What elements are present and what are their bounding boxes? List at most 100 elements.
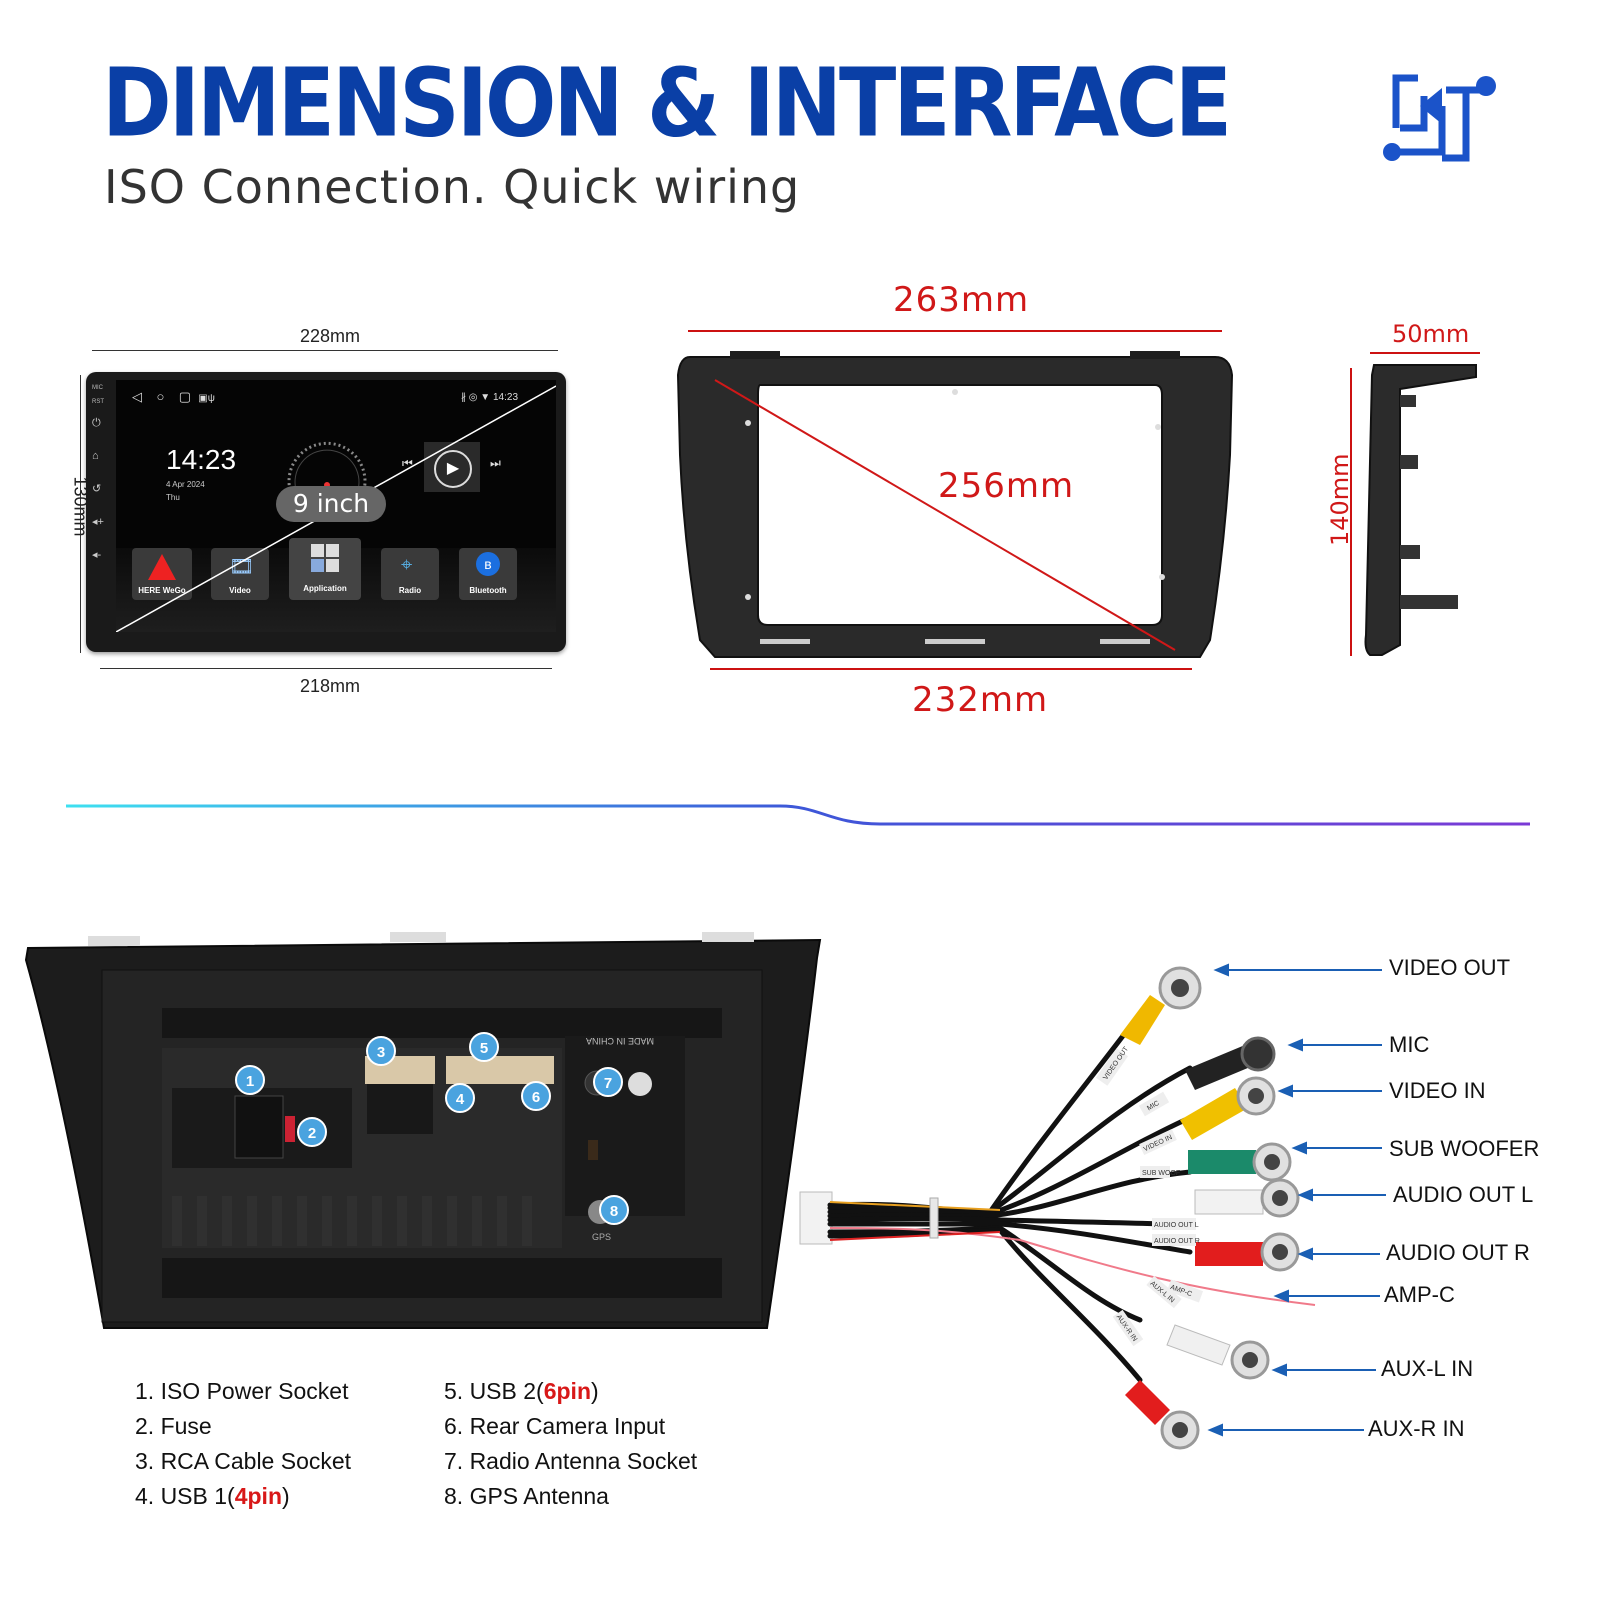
cable-callout-lines (1207, 963, 1386, 1437)
status-time: 14:23 (492, 392, 519, 403)
plug-sub-woofer (1188, 1142, 1292, 1182)
svg-text:6: 6 (532, 1089, 540, 1106)
clock-day: Thu (166, 493, 180, 502)
dimension-width-top: 228mm (300, 326, 361, 346)
side-depth: 50mm (1392, 320, 1470, 348)
play-button[interactable]: ▶ (434, 450, 472, 488)
app-label: HERE WeGo (138, 586, 186, 595)
bluetooth-icon: ʙ (476, 552, 500, 576)
tag-audio-out-l: AUDIO OUT L (1154, 1222, 1199, 1229)
app-bluetooth[interactable]: ʙ Bluetooth (459, 548, 517, 600)
port-marker-4: 4 (445, 1083, 475, 1113)
port-marker-7: 7 (593, 1067, 623, 1097)
port-marker-1: 1 (235, 1065, 265, 1095)
frame-diagonal: 256mm (938, 466, 1075, 506)
head-unit-screen: ◁ ○ ▢ ▣ψ ∦ ◎ ▼ 14:23 14:23 4 Apr 2024 Th… (116, 380, 556, 632)
side-dim-line-left (1350, 368, 1352, 656)
frame-outline (676, 351, 1234, 658)
nav-recent-icon[interactable]: ▢ (178, 389, 192, 404)
plug-mic (1185, 1036, 1276, 1090)
rca-cable-harness: VIDEO OUT MIC VIDEO IN SUB WOOF AUDIO OU… (799, 966, 1316, 1450)
location-icon: ◎ (468, 392, 478, 403)
plug-audio-out-l (1194, 1178, 1300, 1218)
legend-left-column: 1. ISO Power Socket 2. Fuse 3. RCA Cable… (135, 1374, 351, 1514)
label-video-out: VIDEO OUT (1389, 955, 1511, 980)
legend-right-column: 5. USB 2(6pin) 6. Rear Camera Input 7. R… (444, 1374, 697, 1514)
home-icon[interactable]: ⌂ (92, 450, 99, 462)
label-aux-r-in: AUX-R IN (1368, 1416, 1465, 1441)
page-title: DIMENSION & INTERFACE (102, 48, 1232, 158)
nav-bar-icons: ◁ ○ ▢ ▣ψ (132, 389, 215, 405)
screen-size-badge: 9 inch (276, 486, 386, 522)
frame-width-bottom: 232mm (912, 680, 1049, 720)
port-marker-3: 3 (366, 1036, 396, 1066)
volume-down-icon[interactable]: ◂- (92, 549, 102, 561)
app-label: Bluetooth (469, 586, 507, 595)
video-icon: 🎞 (229, 556, 255, 578)
label-video-in: VIDEO IN (1389, 1078, 1486, 1103)
svg-text:1: 1 (246, 1073, 254, 1090)
usb-icon: ▣ψ (198, 393, 215, 404)
app-label: Radio (398, 586, 422, 595)
dimension-width-bottom: 218mm (300, 676, 361, 696)
port-marker-5: 5 (469, 1032, 499, 1062)
legend-item: 7. Radio Antenna Socket (444, 1448, 698, 1474)
app-radio[interactable]: ⌖ Radio (381, 548, 439, 600)
svg-text:3: 3 (377, 1044, 385, 1061)
app-here-wego[interactable]: HERE WeGo (132, 548, 192, 600)
legend-item: 2. Fuse (135, 1413, 212, 1439)
port-marker-6: 6 (521, 1081, 551, 1111)
legend-item: 1. ISO Power Socket (135, 1378, 349, 1404)
nav-back-icon[interactable]: ◁ (132, 389, 142, 404)
back-icon[interactable]: ↺ (92, 483, 102, 495)
port-marker-8: 8 (599, 1195, 629, 1225)
svg-text:4: 4 (456, 1091, 465, 1108)
legend-item: 6. Rear Camera Input (444, 1413, 666, 1439)
legend-item: 4. USB 1(4pin) (135, 1483, 290, 1509)
svg-text:7: 7 (604, 1075, 612, 1092)
nav-home-icon[interactable]: ○ (156, 389, 165, 404)
page-subtitle: ISO Connection. Quick wiring (104, 160, 801, 214)
clock-date: 4 Apr 2024 (166, 480, 205, 489)
next-track-icon[interactable]: ⏭ (490, 456, 501, 470)
plug-audio-out-r (1195, 1232, 1300, 1272)
status-icons: ∦ ◎ ▼ 14:23 (461, 392, 518, 403)
svg-text:2: 2 (308, 1125, 316, 1142)
label-mic: MIC (1389, 1032, 1430, 1057)
section-divider (66, 804, 1530, 826)
frame-width-top: 263mm (893, 280, 1030, 320)
dimension-line-bottom (100, 668, 552, 669)
app-label: Application (303, 584, 347, 593)
svg-text:5: 5 (480, 1040, 488, 1057)
side-profile-outline (1364, 364, 1477, 656)
mic-label: MIC (92, 385, 103, 391)
here-wego-icon (148, 554, 176, 580)
side-dim-line-top (1370, 352, 1480, 354)
app-application[interactable]: Application (289, 538, 361, 600)
legend-item: 8. GPS Antenna (444, 1483, 609, 1509)
rst-label: RST (92, 399, 104, 405)
back-panel-photo: MADE IN CHINA GPS 1 2 3 4 5 6 7 8 (24, 932, 822, 1329)
label-audio-out-r: AUDIO OUT R (1386, 1240, 1530, 1265)
port-marker-2: 2 (297, 1117, 327, 1147)
svg-text:8: 8 (610, 1203, 618, 1220)
made-in-china-marking: MADE IN CHINA (586, 1036, 654, 1046)
side-height: 140mm (1326, 453, 1354, 546)
label-aux-l-in: AUX-L IN (1381, 1356, 1474, 1381)
wifi-icon: ▼ (480, 392, 491, 403)
frame-dim-line-bottom (710, 668, 1192, 670)
side-buttons: MIC RST ⏻ ⌂ ↺ ◂+ ◂- (92, 385, 114, 565)
radio-icon: ⌖ (401, 554, 413, 576)
label-sub-woofer: SUB WOOFER (1389, 1136, 1540, 1161)
application-grid-icon (311, 544, 339, 572)
tag-audio-out-r: AUDIO OUT R (1154, 1238, 1200, 1245)
volume-up-icon[interactable]: ◂+ (92, 516, 104, 528)
plug-aux-r-in (1125, 1380, 1200, 1450)
power-icon[interactable]: ⏻ (92, 417, 101, 429)
cable-connection-icon (1383, 74, 1496, 162)
legend-item: 3. RCA Cable Socket (135, 1448, 352, 1474)
previous-track-icon[interactable]: ⏮ (402, 456, 413, 470)
dimension-line-top (92, 350, 558, 351)
plug-video-out (1120, 966, 1202, 1045)
label-amp-c: AMP-C (1384, 1282, 1455, 1307)
